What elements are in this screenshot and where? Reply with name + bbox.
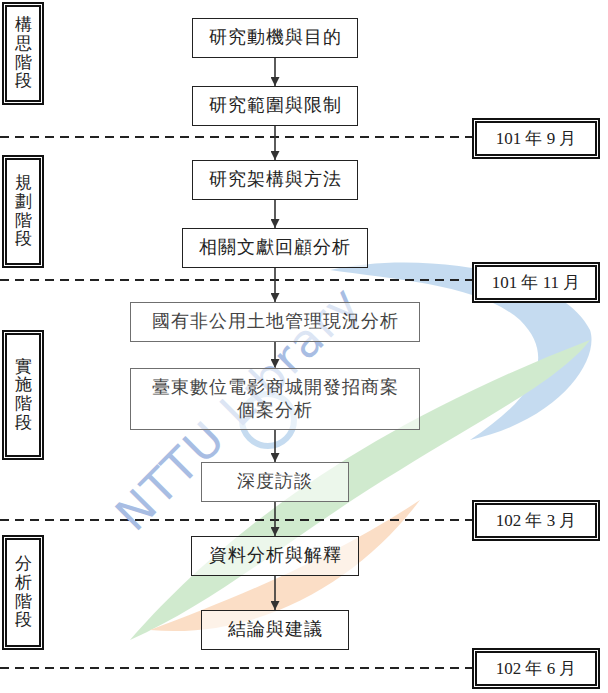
phase-box-label: 構思階段 (15, 16, 32, 91)
process-box: 國有非公用土地管理現況分析 (130, 302, 420, 342)
phase-box: 實施階段 (2, 330, 44, 460)
process-box-label: 研究架構與方法 (209, 168, 342, 191)
phase-box: 分析階段 (2, 535, 44, 650)
phase-box-label: 實施階段 (15, 358, 32, 433)
phase-box: 構思階段 (2, 2, 44, 105)
process-box: 相關文獻回顧分析 (182, 228, 368, 268)
date-box-label: 102 年 6 月 (496, 657, 577, 680)
process-box: 臺東數位電影商城開發招商案 個案分析 (130, 368, 420, 430)
date-box-label: 101 年 9 月 (496, 127, 577, 150)
dashed-divider (0, 667, 472, 669)
process-box-label: 深度訪談 (237, 470, 313, 493)
process-box: 結論與建議 (201, 610, 349, 650)
phase-box-label: 分析階段 (15, 555, 32, 630)
dashed-divider (0, 519, 472, 521)
flow-arrow (274, 126, 276, 160)
process-box: 研究架構與方法 (192, 160, 358, 200)
process-box-label: 結論與建議 (228, 618, 323, 641)
process-box-label: 資料分析與解釋 (209, 544, 342, 567)
date-box-label: 101 年 11 月 (492, 271, 581, 294)
date-box: 102 年 6 月 (472, 648, 600, 689)
process-box: 研究範圍與限制 (192, 86, 358, 126)
date-box: 102 年 3 月 (472, 500, 600, 541)
process-box-label: 研究動機與目的 (209, 26, 342, 49)
process-box: 研究動機與目的 (192, 18, 358, 58)
process-box-label: 研究範圍與限制 (209, 94, 342, 117)
dashed-divider (0, 136, 472, 138)
phase-box: 規劃階段 (2, 155, 44, 268)
flow-arrow (274, 200, 276, 228)
phase-dividers (0, 137, 472, 668)
date-box-label: 102 年 3 月 (496, 509, 577, 532)
process-box-label: 國有非公用土地管理現況分析 (152, 310, 399, 333)
flow-arrow (274, 58, 276, 86)
flow-arrow (274, 576, 276, 610)
process-box-label: 臺東數位電影商城開發招商案 個案分析 (141, 376, 409, 423)
process-box: 資料分析與解釋 (191, 536, 359, 576)
dashed-divider (0, 279, 472, 281)
flow-arrow (274, 502, 276, 536)
phase-box-label: 規劃階段 (15, 174, 32, 249)
logo-swoosh-green (130, 340, 590, 640)
process-box: 深度訪談 (201, 462, 349, 502)
flow-arrow (274, 430, 276, 462)
date-box: 101 年 9 月 (472, 118, 600, 159)
process-box-label: 相關文獻回顧分析 (199, 236, 351, 259)
flow-arrow (274, 268, 276, 302)
date-box: 101 年 11 月 (472, 262, 600, 303)
